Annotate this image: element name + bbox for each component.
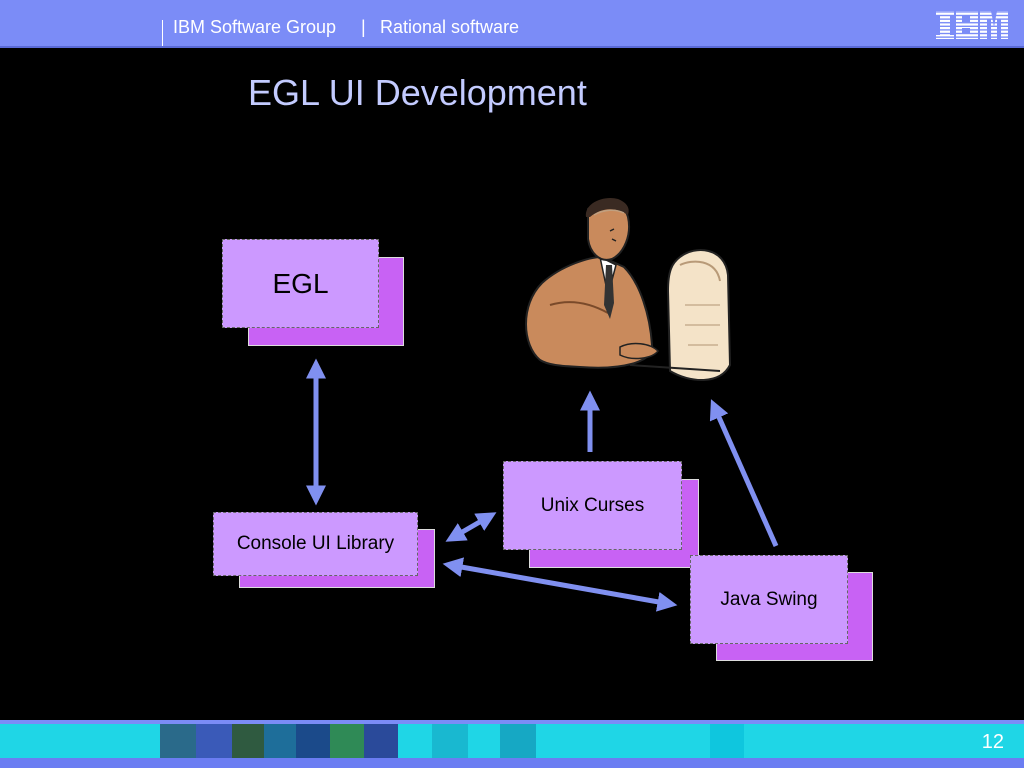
slide-title: EGL UI Development — [248, 72, 587, 113]
footer-image-tile — [432, 724, 468, 758]
footer-bottom-bar — [0, 758, 1024, 768]
egl-label: EGL — [272, 267, 329, 299]
console-ui-label: Console UI Library — [236, 533, 395, 554]
arrow-swing-user — [709, 399, 779, 548]
footer-image-tile — [710, 724, 744, 758]
arrow-console-curses — [445, 512, 497, 542]
header-separator: | — [361, 17, 366, 37]
footer-image-tile — [330, 724, 364, 758]
footer-image-tile — [232, 724, 264, 758]
footer-image-tile — [296, 724, 330, 758]
egl-box: EGL — [222, 239, 379, 328]
java-swing-box: Java Swing — [690, 555, 848, 644]
console-ui-box: Console UI Library — [213, 512, 418, 576]
footer-image-tile — [264, 724, 296, 758]
footer-image-tile — [500, 724, 536, 758]
unix-curses-box: Unix Curses — [503, 461, 682, 550]
footer-image-tile — [160, 724, 196, 758]
arrow-console-swing — [442, 557, 678, 612]
unix-curses-label: Unix Curses — [540, 494, 645, 516]
header-bar: IBM Software Group | Rational software — [0, 0, 1024, 48]
header-product: Rational software — [380, 17, 520, 37]
footer-image-tile — [364, 724, 398, 758]
page-number: 12 — [981, 731, 1004, 753]
footer-image-tile — [196, 724, 232, 758]
java-swing-label: Java Swing — [720, 588, 818, 610]
header-group: IBM Software Group — [173, 17, 337, 37]
ibm-logo-icon — [936, 11, 1008, 39]
header-left-divider — [162, 20, 163, 46]
user-at-computer-icon — [525, 197, 732, 382]
footer-bar — [0, 720, 1024, 768]
